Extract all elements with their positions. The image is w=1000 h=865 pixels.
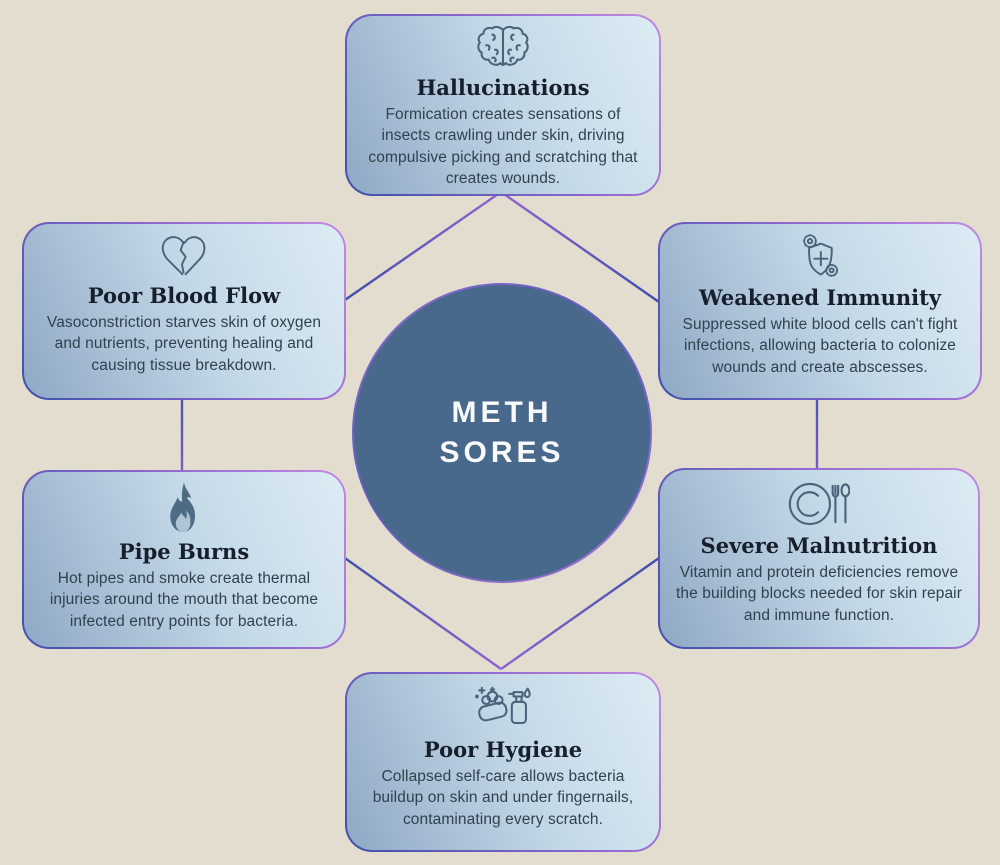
card-body-hallucinations: Formication creates sensations of insect…	[368, 106, 638, 187]
center-node-ring: METH SORES	[352, 283, 652, 583]
card-title-pipe-burns: Pipe Burns	[118, 539, 250, 564]
soap-sanitizer-icon	[475, 686, 531, 725]
card-title-severe-malnutrition: Severe Malnutrition	[700, 533, 938, 558]
card-hallucinations-inner: Hallucinations Formication creates sensa…	[347, 16, 659, 194]
card-weakened-immunity-inner: Weakened Immunity Suppressed white blood…	[660, 224, 980, 398]
card-poor-blood-flow: Poor Blood Flow Vasoconstriction starves…	[22, 222, 346, 400]
card-poor-hygiene: Poor Hygiene Collapsed self-care allows …	[345, 672, 661, 852]
plate-cutlery-icon	[788, 482, 850, 526]
center-title-line1: METH	[451, 395, 553, 429]
card-title-hallucinations: Hallucinations	[416, 75, 590, 100]
card-title-poor-hygiene: Poor Hygiene	[423, 737, 583, 762]
broken-heart-icon	[161, 236, 206, 276]
card-body-pipe-burns: Hot pipes and smoke create thermal injur…	[49, 570, 319, 630]
card-poor-blood-flow-inner: Poor Blood Flow Vasoconstriction starves…	[24, 224, 344, 398]
immune-shield-icon	[803, 234, 839, 277]
card-pipe-burns: Pipe Burns Hot pipes and smoke create th…	[22, 470, 346, 649]
card-pipe-burns-inner: Pipe Burns Hot pipes and smoke create th…	[24, 472, 344, 647]
flame-icon	[170, 482, 195, 532]
center-node: METH SORES	[354, 285, 650, 581]
card-hallucinations: Hallucinations Formication creates sensa…	[345, 14, 661, 196]
brain-icon	[477, 25, 529, 66]
card-body-weakened-immunity: Suppressed white blood cells can't fight…	[682, 316, 958, 376]
card-title-weakened-immunity: Weakened Immunity	[698, 285, 942, 310]
card-title-poor-blood-flow: Poor Blood Flow	[87, 283, 281, 308]
card-weakened-immunity: Weakened Immunity Suppressed white blood…	[658, 222, 982, 400]
center-title-line2: SORES	[439, 436, 565, 469]
card-poor-hygiene-inner: Poor Hygiene Collapsed self-care allows …	[347, 674, 659, 850]
card-body-poor-blood-flow: Vasoconstriction starves skin of oxygen …	[46, 314, 322, 374]
card-body-severe-malnutrition: Vitamin and protein deficiencies remove …	[676, 564, 962, 624]
card-body-poor-hygiene: Collapsed self-care allows bacteria buil…	[372, 768, 634, 828]
card-severe-malnutrition: Severe Malnutrition Vitamin and protein …	[658, 468, 980, 649]
card-severe-malnutrition-inner: Severe Malnutrition Vitamin and protein …	[660, 470, 978, 647]
